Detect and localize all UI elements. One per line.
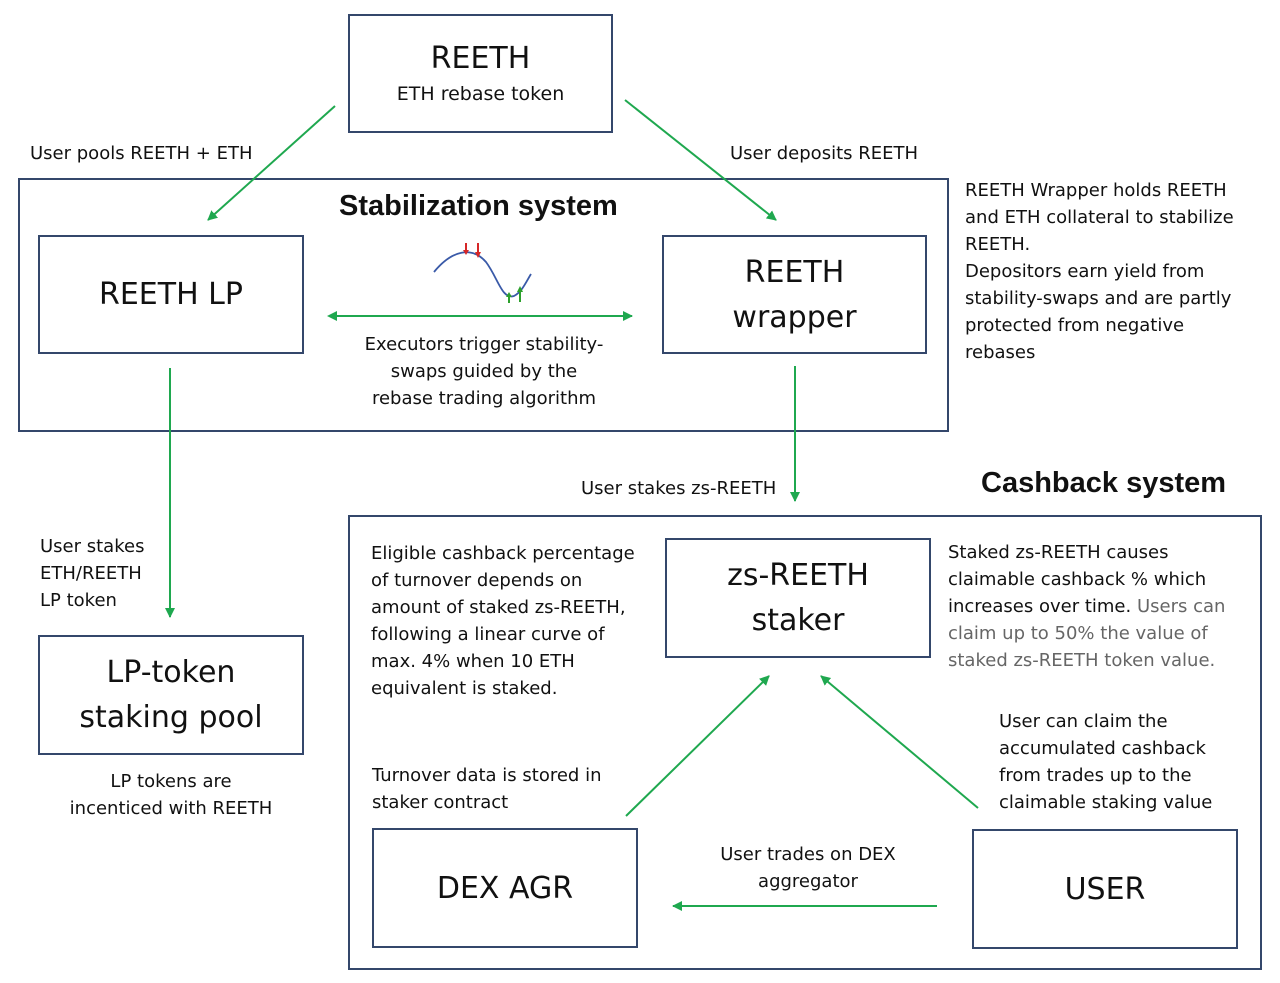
executors-label: Executors trigger stability- swaps guide… bbox=[364, 334, 604, 409]
turnover-label: Turnover data is stored in staker contra… bbox=[372, 765, 602, 813]
reeth-wrapper-title: REETH wrapper bbox=[732, 254, 857, 335]
user-deposits-label: User deposits REETH bbox=[730, 143, 919, 164]
zs-reeth-staker-title: zs-REETH staker bbox=[727, 558, 869, 638]
user-stakes-zs-label: User stakes zs-REETH bbox=[581, 478, 777, 499]
eligible-cashback-note: Eligible cashback percentage of turnover… bbox=[371, 543, 635, 699]
user-title: USER bbox=[1064, 871, 1146, 907]
user-stakes-lp-label: User stakes ETH/REETH LP token bbox=[40, 536, 145, 611]
zs-reeth-staker-box: zs-REETH staker bbox=[665, 538, 931, 658]
reeth-title: REETH bbox=[430, 40, 531, 76]
staked-causes-text: Staked zs-REETH causes claimable cashbac… bbox=[948, 542, 1207, 617]
rebase-curve-icon bbox=[433, 243, 532, 303]
cashback-system-heading: Cashback system bbox=[981, 467, 1227, 499]
user-box: USER bbox=[972, 829, 1238, 949]
lp-incentive-label: LP tokens are incenticed with REETH bbox=[69, 771, 273, 819]
arrow-user-to-staker bbox=[820, 675, 979, 809]
arrow-dex-to-staker bbox=[625, 675, 770, 817]
stabilization-system-heading: Stabilization system bbox=[339, 190, 618, 222]
user-can-claim-label: User can claim the accumulated cashback … bbox=[999, 711, 1213, 813]
reeth-box: REETH ETH rebase token bbox=[348, 14, 613, 133]
reeth-lp-title: REETH LP bbox=[99, 277, 243, 312]
arrow-reeth-to-lp bbox=[207, 105, 336, 221]
reeth-subtitle: ETH rebase token bbox=[396, 82, 565, 105]
user-trades-label: User trades on DEX aggregator bbox=[720, 844, 896, 892]
lp-staking-pool-box: LP-token staking pool bbox=[38, 635, 304, 755]
wrapper-note: REETH Wrapper holds REETH and ETH collat… bbox=[965, 180, 1234, 363]
reeth-wrapper-box: REETH wrapper bbox=[662, 235, 927, 354]
staked-zs-note: Staked zs-REETH causes claimable cashbac… bbox=[948, 539, 1225, 674]
dex-agr-box: DEX AGR bbox=[372, 828, 638, 948]
arrow-reeth-to-wrapper bbox=[624, 99, 777, 221]
reeth-lp-box: REETH LP bbox=[38, 235, 304, 354]
users-can-claim-text: Users can claim up to 50% the value of s… bbox=[948, 596, 1226, 671]
user-pools-label: User pools REETH + ETH bbox=[30, 143, 253, 164]
lp-staking-pool-title: LP-token staking pool bbox=[79, 655, 263, 735]
dex-agr-title: DEX AGR bbox=[436, 870, 574, 906]
